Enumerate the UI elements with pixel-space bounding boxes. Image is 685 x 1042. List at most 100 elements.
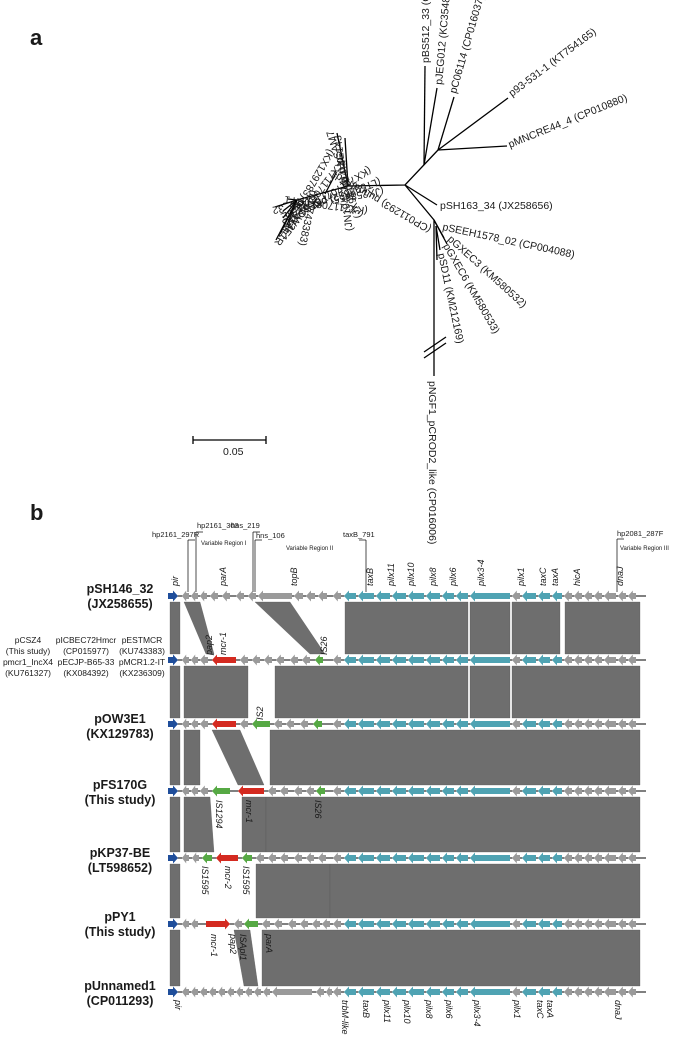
gene-label-dnaJ: dnaJ	[615, 566, 625, 586]
gene-arrow	[182, 852, 189, 864]
homology-block	[261, 929, 641, 987]
gene-arrow	[470, 918, 510, 930]
homology-block	[169, 665, 181, 719]
gene-arrow	[288, 918, 296, 930]
gene-label-mcr1-b: mcr-1	[244, 800, 254, 823]
gene-label-pir: pir	[170, 575, 180, 587]
track-2-name-b: pmcr1_IncX4	[3, 657, 53, 667]
track-3-accession: (KX129783)	[86, 727, 153, 741]
gene-arrow	[594, 590, 602, 602]
gene-arrow	[522, 718, 536, 730]
gene-arrow	[628, 590, 636, 602]
gene-arrow	[315, 654, 323, 666]
gene-arrow	[426, 986, 440, 998]
gene-arrow	[238, 785, 264, 797]
panel-a-letter: a	[30, 25, 43, 50]
gene-arrow	[470, 852, 510, 864]
homology-block	[169, 796, 181, 853]
gene-arrow	[191, 718, 198, 730]
gene-label-taxA: taxA	[550, 568, 560, 586]
gene-arrow	[392, 718, 406, 730]
gene-arrow	[564, 590, 572, 602]
gene-arrow	[274, 718, 282, 730]
gene-arrow	[538, 654, 550, 666]
gene-label-is1294: IS1294	[214, 800, 224, 829]
gene-label-pap2-a: pap2	[204, 635, 214, 656]
leaf-pNGF1: pNGF1_pCROD2_like (CP016006)	[426, 381, 438, 544]
gene-arrow	[182, 918, 189, 930]
gene-arrow	[306, 785, 314, 797]
gene-arrow	[206, 918, 230, 930]
gene-arrow	[408, 785, 424, 797]
homology-block	[169, 601, 181, 655]
gene-arrow	[272, 986, 312, 998]
gene-arrow	[552, 918, 562, 930]
gene-arrow	[376, 986, 390, 998]
branch-pBS512	[423, 65, 426, 166]
gene-arrow	[584, 986, 592, 998]
track-5-name: pKP37-BE	[90, 846, 150, 860]
gene-arrow	[538, 852, 550, 864]
gene-arrow	[456, 918, 468, 930]
branch-pSH146	[274, 199, 298, 208]
gene-arrow	[212, 718, 236, 730]
tree-backbone	[296, 149, 439, 201]
gene-arrow	[628, 785, 636, 797]
gene-arrow	[168, 785, 178, 797]
track-7-accession: (CP011293)	[87, 994, 154, 1008]
gene-label-bottom-pilx6: pilx6	[444, 999, 454, 1019]
gene-arrow	[392, 654, 406, 666]
gene-arrow	[442, 785, 454, 797]
gene-label-bottom-pilx10: pilx10	[402, 999, 412, 1024]
homology-block	[255, 863, 331, 919]
gene-arrow	[594, 654, 602, 666]
gene-arrow	[408, 654, 424, 666]
branch-pMNCRE44	[437, 145, 508, 151]
branch-pC06114	[437, 96, 455, 151]
track-1-accession: (JX258655)	[87, 597, 152, 611]
homology-block	[233, 929, 259, 987]
gene-arrow	[280, 785, 288, 797]
gene-arrow	[628, 654, 636, 666]
gene-arrow	[200, 785, 208, 797]
gene-arrow	[182, 590, 189, 602]
gene-arrow	[628, 918, 636, 930]
gene-label-is1595-a: IS1595	[200, 866, 210, 896]
track-5-accession: (LT598652)	[88, 861, 152, 875]
gene-arrow	[236, 590, 244, 602]
gene-arrow	[376, 852, 390, 864]
gene-arrow	[191, 918, 198, 930]
gene-arrow	[264, 654, 272, 666]
gene-arrow	[574, 918, 582, 930]
gene-arrow	[168, 590, 178, 602]
marker-hp2161-297R: hp2161_297R	[152, 530, 200, 539]
gene-arrow	[564, 986, 572, 998]
gene-arrow	[344, 590, 356, 602]
gene-label-mcr1-a: mcr-1	[218, 632, 228, 655]
gene-arrow	[574, 785, 582, 797]
gene-arrow	[212, 785, 230, 797]
gene-arrow	[552, 986, 562, 998]
gene-label-parA: parA	[218, 567, 228, 587]
gene-label-pilx11: pilx11	[386, 563, 396, 587]
homology-block	[169, 929, 181, 987]
gene-arrow	[408, 986, 424, 998]
gene-arrow	[512, 718, 520, 730]
gene-arrow	[358, 852, 374, 864]
homology-block	[254, 601, 326, 655]
gene-arrow	[306, 590, 315, 602]
gene-arrow	[318, 852, 326, 864]
gene-label-topB: topB	[289, 567, 299, 586]
gene-arrow	[376, 654, 390, 666]
gene-arrow	[240, 654, 248, 666]
gene-label-bottom-pilx11: pilx11	[382, 999, 392, 1023]
gene-arrow	[604, 718, 616, 730]
gene-arrow	[168, 918, 178, 930]
homology-block	[344, 601, 469, 655]
branch-pFS170G	[282, 199, 298, 219]
track-3-name: pOW3E1	[94, 712, 145, 726]
gene-arrow	[316, 986, 324, 998]
gene-arrow	[426, 654, 440, 666]
gene-label-bottom-pilx8: pilx8	[424, 999, 434, 1019]
gene-arrow	[300, 718, 308, 730]
